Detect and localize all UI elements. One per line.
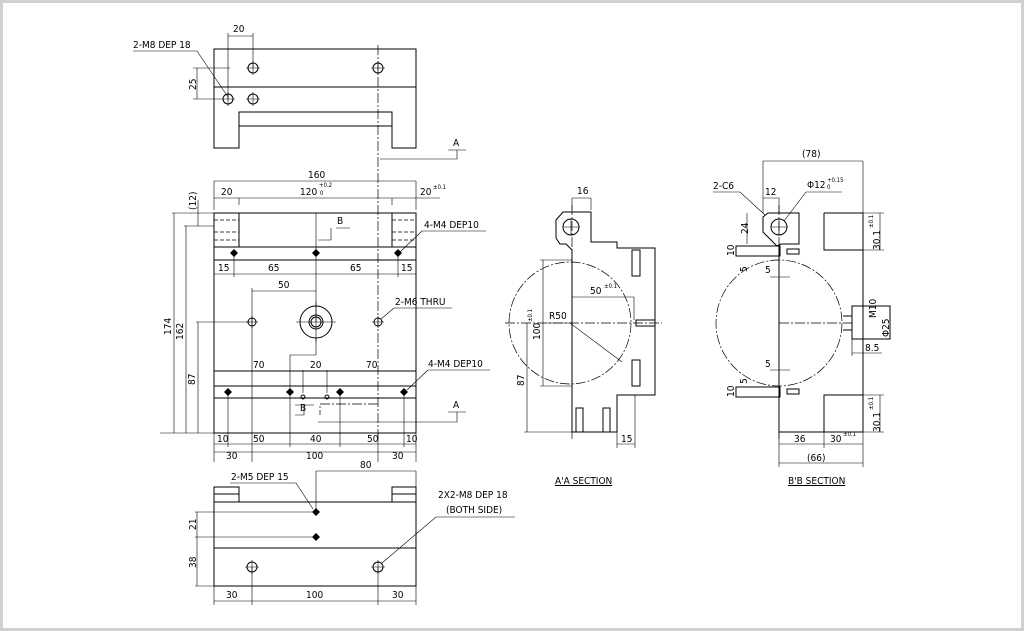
section-aa-title: A'A SECTION [555,476,612,487]
dim-30-right: 30 [392,451,404,462]
dim-66: (66) [807,453,825,464]
tol-30-1-bot: ±0.1 [868,397,875,410]
hole-m4-icon [224,388,408,400]
dim-10-right: 10 [406,434,418,445]
dim-15-left: 15 [218,263,229,274]
dim-87: 87 [516,375,527,386]
pin-icon [735,245,800,398]
section-marker-a: A [453,138,460,149]
dim-20: 20 [233,24,245,35]
tol-30-1-top: ±0.1 [868,215,875,228]
dim-100: 100 [532,323,543,340]
note-m4-bottom: 4-M4 DEP10 [428,359,483,370]
tol-120-lower: 0 [320,190,324,197]
dim-10-left: 10 [217,434,229,445]
dim-16: 16 [577,186,589,197]
dim-5-top-b: 5 [765,265,771,276]
dim-162: 162 [175,323,186,340]
dim-20: 20 [310,360,322,371]
tol-30: ±0.1 [843,431,856,438]
dim-8-5: 8.5 [865,343,879,354]
tol-20-right: ±0.1 [433,184,446,191]
center-bore-icon [296,302,336,342]
note-m4-top: 4-M4 DEP10 [424,220,479,231]
dim-38: 38 [188,556,199,568]
dim-87: 87 [187,374,198,385]
dim-50: 50 [278,280,290,291]
dim-r50: R50 [549,311,567,322]
dim-30: 30 [830,434,842,445]
dim-12: 12 [765,187,776,198]
dim-10-bot: 10 [726,385,737,397]
note-2-c6: 2-C6 [713,181,734,192]
dim-25: 25 [188,79,199,90]
dim-120: 120 [300,187,317,198]
hole-m6-icon [246,316,384,328]
dim-80: 80 [360,460,372,471]
tol-d12-lower: 0 [827,184,831,191]
bottom-view-outline [213,501,417,587]
dim-5-top-a: 5 [739,266,750,272]
dim-15: 15 [621,434,632,445]
dim-30-right: 30 [392,590,404,601]
note-m8-dep18: 2-M8 DEP 18 [133,40,191,51]
bottom-view: 21 38 30 100 30 2-M5 DEP 15 2X2-M8 DEP 1… [188,472,515,605]
dim-d12: Φ12 [807,180,826,191]
tol-100: ±0.1 [527,309,534,322]
note-m8-both-side-line2: (BOTH SIDE) [446,505,502,516]
section-aa: 16 50 ±0.1 R50 100 ±0.1 87 15 A'A SECTIO… [505,186,662,487]
tol-120-upper: +0.2 [319,182,332,189]
dim-20-left: 20 [221,187,233,198]
dim-100: 100 [306,451,323,462]
dim-70-right: 70 [366,360,378,371]
section-bb-title: B'B SECTION [788,476,845,487]
hole-m8-icon [245,560,385,574]
tol-50: ±0.1 [604,283,617,290]
dim-5-bot-b: 5 [765,359,771,370]
note-m8-both-side-line1: 2X2-M8 DEP 18 [438,490,508,501]
dim-70-left: 70 [253,360,265,371]
hole-m5-icon [312,508,320,541]
dim-30-1-bot: 30.1 [872,412,883,432]
dim-10-top: 10 [726,244,737,256]
dim-21: 21 [188,519,199,530]
front-view-outline [213,212,417,434]
dim-50: 50 [590,286,602,297]
dim-30-left: 30 [226,590,238,601]
note-m5-dep15: 2-M5 DEP 15 [231,472,289,483]
dim-40: 40 [310,434,322,445]
dim-174: 174 [163,318,174,335]
section-bb: (78) 12 Φ12 +0.15 0 2-C6 24 10 5 5 5 5 1… [713,149,892,487]
threaded-hole-icon [575,249,656,433]
dim-50-right: 50 [367,434,379,445]
tol-d12-upper: +0.15 [827,177,844,184]
dim-65-right: 65 [350,263,361,274]
section-marker-b: B [337,216,343,227]
dim-30-1-top: 30.1 [872,230,883,250]
dim-160: 160 [308,170,325,181]
lug [762,212,800,247]
dim-50-left: 50 [253,434,265,445]
dim-36: 36 [794,434,806,445]
top-view-outline [213,48,417,149]
dim-78: (78) [802,149,820,160]
dim-12: (12) [188,192,199,210]
dim-5-bot-a: 5 [739,378,750,384]
dim-d25: Φ25 [881,318,892,337]
hole-m8-icon [221,61,385,106]
front-view: 160 120 +0.2 0 20 20 ±0.1 (12) 174 162 8… [160,170,490,512]
dim-30-left: 30 [226,451,238,462]
section-aa-outline [555,211,656,433]
dim-m10: M10 [868,299,879,318]
dim-24: 24 [740,222,751,234]
dim-15-right: 15 [401,263,412,274]
section-marker-a2: A [453,400,460,411]
section-marker-b2: B [300,403,306,414]
dim-65-left: 65 [268,263,279,274]
note-m6-thru: 2-M6 THRU [395,297,445,308]
top-view: 20 25 2-M8 DEP 18 A [133,24,466,440]
dim-100: 100 [306,590,323,601]
dim-20-right: 20 [420,187,432,198]
